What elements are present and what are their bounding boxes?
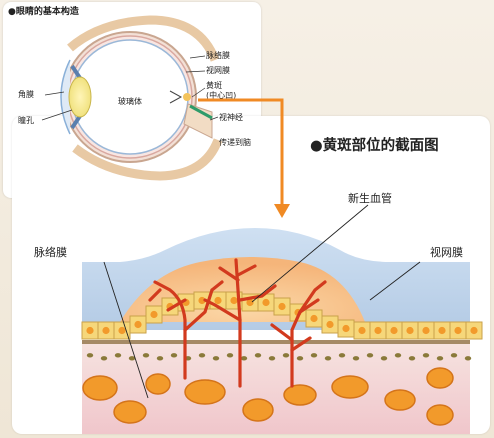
- lower-eyelid: [72, 138, 223, 181]
- choroid-dot: [366, 353, 374, 358]
- choroid-dot: [310, 353, 318, 358]
- choroid-dot: [156, 356, 164, 361]
- new-blood-vessels: [148, 258, 327, 388]
- epithelium-cell: [97, 321, 115, 340]
- choroid-dot: [142, 353, 150, 358]
- macula-pointer: [169, 90, 183, 104]
- label-retina-top: 视网膜: [206, 65, 230, 75]
- choroid-dot: [212, 356, 220, 361]
- lens: [68, 76, 92, 118]
- label-new-vessels: 新生血管: [348, 191, 392, 205]
- epithelium-cell: [337, 319, 355, 338]
- label-fovea-top: (中心凹): [206, 90, 236, 100]
- choroid-dot: [86, 353, 94, 358]
- label-choroid-top: 脉络膜: [206, 50, 230, 60]
- choroid-dot: [338, 353, 346, 358]
- choroid-dot: [408, 356, 416, 361]
- macula-spot: [183, 93, 191, 101]
- epithelium-cell: [385, 321, 403, 340]
- choroid-dot: [296, 356, 304, 361]
- choroid-dot: [100, 356, 108, 361]
- label-vitreous: 玻璃体: [118, 96, 142, 106]
- epithelium-cell: [273, 297, 291, 316]
- label-pupil: 瞳孔: [18, 115, 34, 125]
- choroid-dot: [352, 356, 360, 361]
- choroid-dot: [114, 353, 122, 358]
- epithelium-cell: [417, 321, 435, 340]
- choroid-dot: [170, 353, 178, 358]
- epithelium-cell: [369, 321, 387, 340]
- choroid-dot: [450, 353, 458, 358]
- cross-section-leader-lines: [103, 204, 421, 399]
- cross-section-title: ●黄斑部位的截面图: [310, 136, 439, 154]
- optic-nerve-fiber: [189, 104, 213, 120]
- choroid-dot: [226, 353, 234, 358]
- choroid-dot: [282, 353, 290, 358]
- eye-structure-title: ●眼睛的基本构造: [8, 5, 80, 17]
- choroid-dot: [268, 356, 276, 361]
- label-optic-nerve: 视神经: [219, 112, 243, 122]
- epithelium-cell: [449, 321, 467, 340]
- zoom-connector-arrow: [198, 98, 290, 218]
- epithelium-cell: [433, 321, 451, 340]
- epithelium-cell: [129, 315, 147, 334]
- eye-leader-lines: [41, 55, 219, 121]
- choroid-dot: [436, 356, 444, 361]
- epithelium-cell: [353, 321, 371, 340]
- label-retina-bottom: 视网膜: [430, 245, 463, 259]
- choroid-dot: [240, 356, 248, 361]
- choroid-vessels: [82, 367, 454, 426]
- cornea: [60, 59, 71, 135]
- upper-eyelid: [67, 15, 220, 62]
- iris: [70, 64, 82, 130]
- choroid-dot: [464, 356, 472, 361]
- choroid-dot: [380, 356, 388, 361]
- choroid-dot: [422, 353, 430, 358]
- epithelium-cell: [465, 321, 483, 340]
- choroid-dot: [128, 356, 136, 361]
- label-choroid-bottom: 脉络膜: [34, 245, 67, 259]
- choroid-dot: [198, 353, 206, 358]
- raised-epithelium-cells: [129, 291, 355, 338]
- bruch-membrane: [82, 340, 470, 344]
- label-macula-top: 黄斑: [206, 80, 222, 90]
- epithelium-cell: [81, 321, 99, 340]
- label-to-brain: 传递到脑: [219, 137, 251, 147]
- eye-illustration: [60, 15, 223, 181]
- epithelium-cell: [401, 321, 419, 340]
- epithelium-cell: [321, 315, 339, 334]
- epithelium-cell: [113, 321, 131, 340]
- choroid-dot: [324, 356, 332, 361]
- pigment-epithelium-cells: [81, 321, 483, 340]
- label-cornea: 角膜: [18, 89, 34, 99]
- epithelium-cell: [145, 305, 163, 324]
- choroid-dot: [254, 353, 262, 358]
- epithelium-cell: [305, 309, 323, 328]
- choroid-dot: [394, 353, 402, 358]
